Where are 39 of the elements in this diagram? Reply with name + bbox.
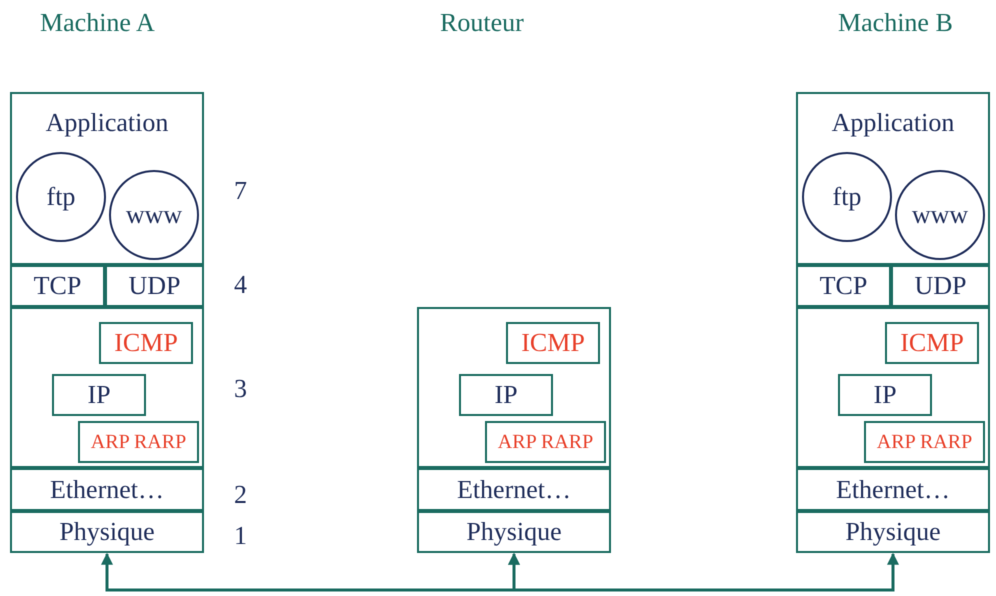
layer-box	[10, 307, 204, 468]
protocol-box: ICMP	[885, 322, 979, 364]
layer-box: Ethernet…	[417, 468, 611, 511]
layer-label: Application	[830, 108, 956, 138]
protocol-box: ARP RARP	[485, 421, 606, 463]
machine-heading: Machine A	[40, 8, 155, 38]
layer-number: 1	[234, 521, 247, 551]
layer-box: Ethernet…	[796, 468, 990, 511]
machine-heading: Routeur	[440, 8, 524, 38]
layer-number: 7	[234, 176, 247, 206]
layer-label: Application	[44, 108, 170, 138]
layer-box: UDP	[891, 265, 990, 307]
protocol-box: ICMP	[506, 322, 600, 364]
layer-box	[796, 92, 990, 265]
connector-arrow	[508, 552, 899, 592]
layer-box	[417, 307, 611, 468]
layer-number: 4	[234, 270, 247, 300]
layer-box: Physique	[796, 511, 990, 553]
protocol-box: ARP RARP	[864, 421, 985, 463]
layer-box: TCP	[796, 265, 891, 307]
protocol-box: IP	[838, 374, 932, 416]
protocol-box: IP	[459, 374, 553, 416]
layer-box: UDP	[105, 265, 204, 307]
protocol-circle: ftp	[802, 152, 892, 242]
layer-box: Physique	[10, 511, 204, 553]
layer-box: Physique	[417, 511, 611, 553]
layer-number: 2	[234, 480, 247, 510]
protocol-box: ARP RARP	[78, 421, 199, 463]
layer-box	[796, 307, 990, 468]
machine-heading: Machine B	[838, 8, 953, 38]
protocol-circle: ftp	[16, 152, 106, 242]
protocol-box: ICMP	[99, 322, 193, 364]
layer-box: TCP	[10, 265, 105, 307]
protocol-circle: www	[895, 170, 985, 260]
protocol-box: IP	[52, 374, 146, 416]
layer-box: Ethernet…	[10, 468, 204, 511]
protocol-circle: www	[109, 170, 199, 260]
layer-number: 3	[234, 374, 247, 404]
layer-box	[10, 92, 204, 265]
